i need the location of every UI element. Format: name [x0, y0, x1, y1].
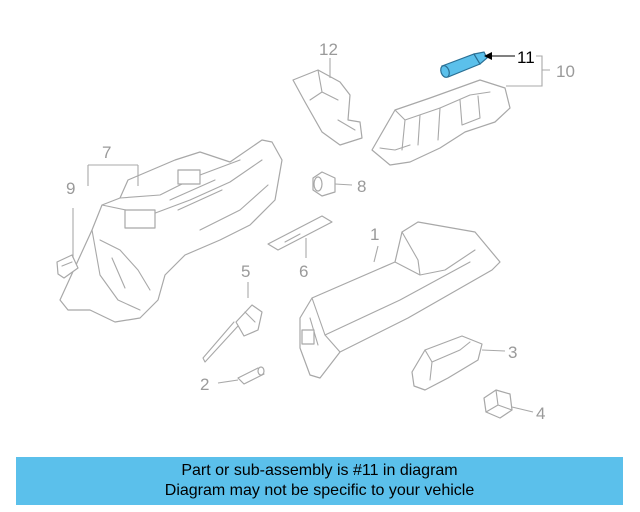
banner-line-2: Diagram may not be specific to your vehi… — [164, 482, 475, 499]
leader-lines — [72, 52, 550, 413]
part-11-bulb-highlighted — [440, 51, 488, 78]
part-1-glove-box — [299, 221, 501, 379]
part-9-clip — [56, 254, 79, 279]
part-6-strip — [267, 215, 333, 251]
callout-5: 5 — [241, 262, 250, 281]
part-10-lamp-housing — [371, 79, 511, 166]
callout-4: 4 — [536, 404, 545, 423]
callout-7: 7 — [102, 143, 111, 162]
part-5-latch — [202, 304, 263, 363]
callout-8: 8 — [357, 177, 366, 196]
banner-line-1: Part or sub-assembly is #11 in diagram — [181, 462, 458, 479]
part-12-bracket — [292, 69, 363, 146]
part-4-bushing — [483, 389, 513, 419]
callout-10: 10 — [556, 62, 575, 81]
callout-1: 1 — [370, 225, 379, 244]
part-7-housing — [59, 139, 283, 323]
parts-diagram: 1 2 3 4 5 6 7 8 9 10 11 12 — [56, 40, 575, 423]
callout-3: 3 — [508, 343, 517, 362]
callout-11: 11 — [517, 48, 535, 67]
part-3-handle — [411, 335, 483, 391]
part-8-plug — [312, 171, 336, 197]
callout-6: 6 — [299, 262, 308, 281]
callout-2: 2 — [200, 375, 209, 394]
callout-12: 12 — [319, 40, 338, 59]
info-banner: Part or sub-assembly is #11 in diagram D… — [16, 457, 623, 505]
callout-9: 9 — [66, 179, 75, 198]
part-2-pin — [237, 366, 265, 385]
